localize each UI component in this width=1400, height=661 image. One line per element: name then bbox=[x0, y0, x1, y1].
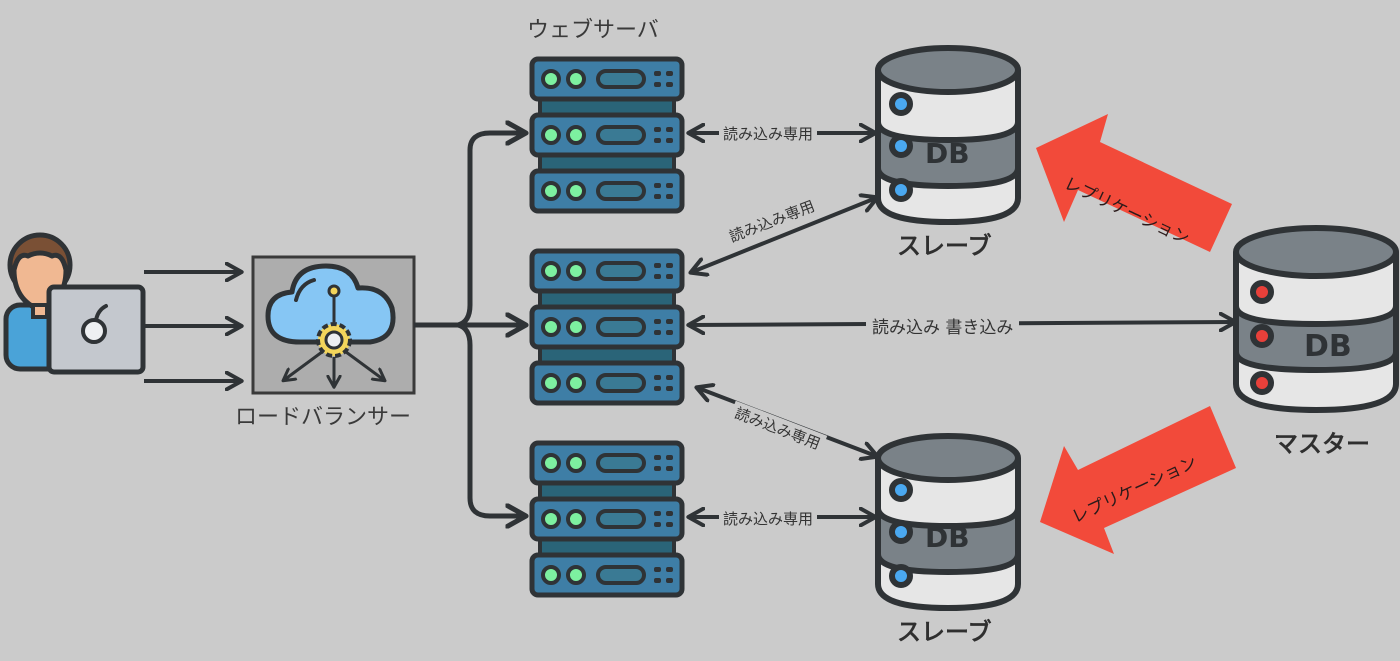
slave-top-label: スレーブ bbox=[897, 232, 992, 260]
slave-db-top-icon bbox=[875, 45, 1021, 226]
master-label: マスター bbox=[1274, 430, 1370, 458]
replication-arrow-bottom bbox=[1040, 406, 1236, 554]
web-server-3-icon bbox=[532, 443, 682, 595]
slave-db-bottom-icon bbox=[875, 433, 1021, 612]
web-server-2-icon bbox=[532, 251, 682, 403]
laptop-icon bbox=[46, 284, 146, 375]
master-db-text: DB bbox=[1304, 329, 1352, 364]
edge-label-web3-slave2: 読み込み専用 bbox=[719, 508, 818, 529]
lb-to-web-arrows bbox=[414, 133, 524, 516]
web-server-label: ウェブサーバ bbox=[527, 18, 659, 43]
slave-bottom-db-text: DB bbox=[925, 521, 970, 554]
web-server-1-icon bbox=[532, 59, 682, 211]
edge-label-web1-slave1: 読み込み専用 bbox=[719, 123, 818, 144]
client-to-lb-arrows bbox=[144, 272, 240, 381]
slave-top-db-text: DB bbox=[925, 137, 970, 170]
edge-label-web2-master: 読み込み 書き込み bbox=[866, 313, 1020, 338]
load-balancer-icon bbox=[251, 255, 416, 395]
master-db-icon bbox=[1233, 225, 1399, 414]
slave-bottom-label: スレーブ bbox=[897, 618, 992, 646]
replication-arrow-top bbox=[1036, 114, 1232, 252]
load-balancer-label: ロードバランサー bbox=[235, 405, 412, 430]
